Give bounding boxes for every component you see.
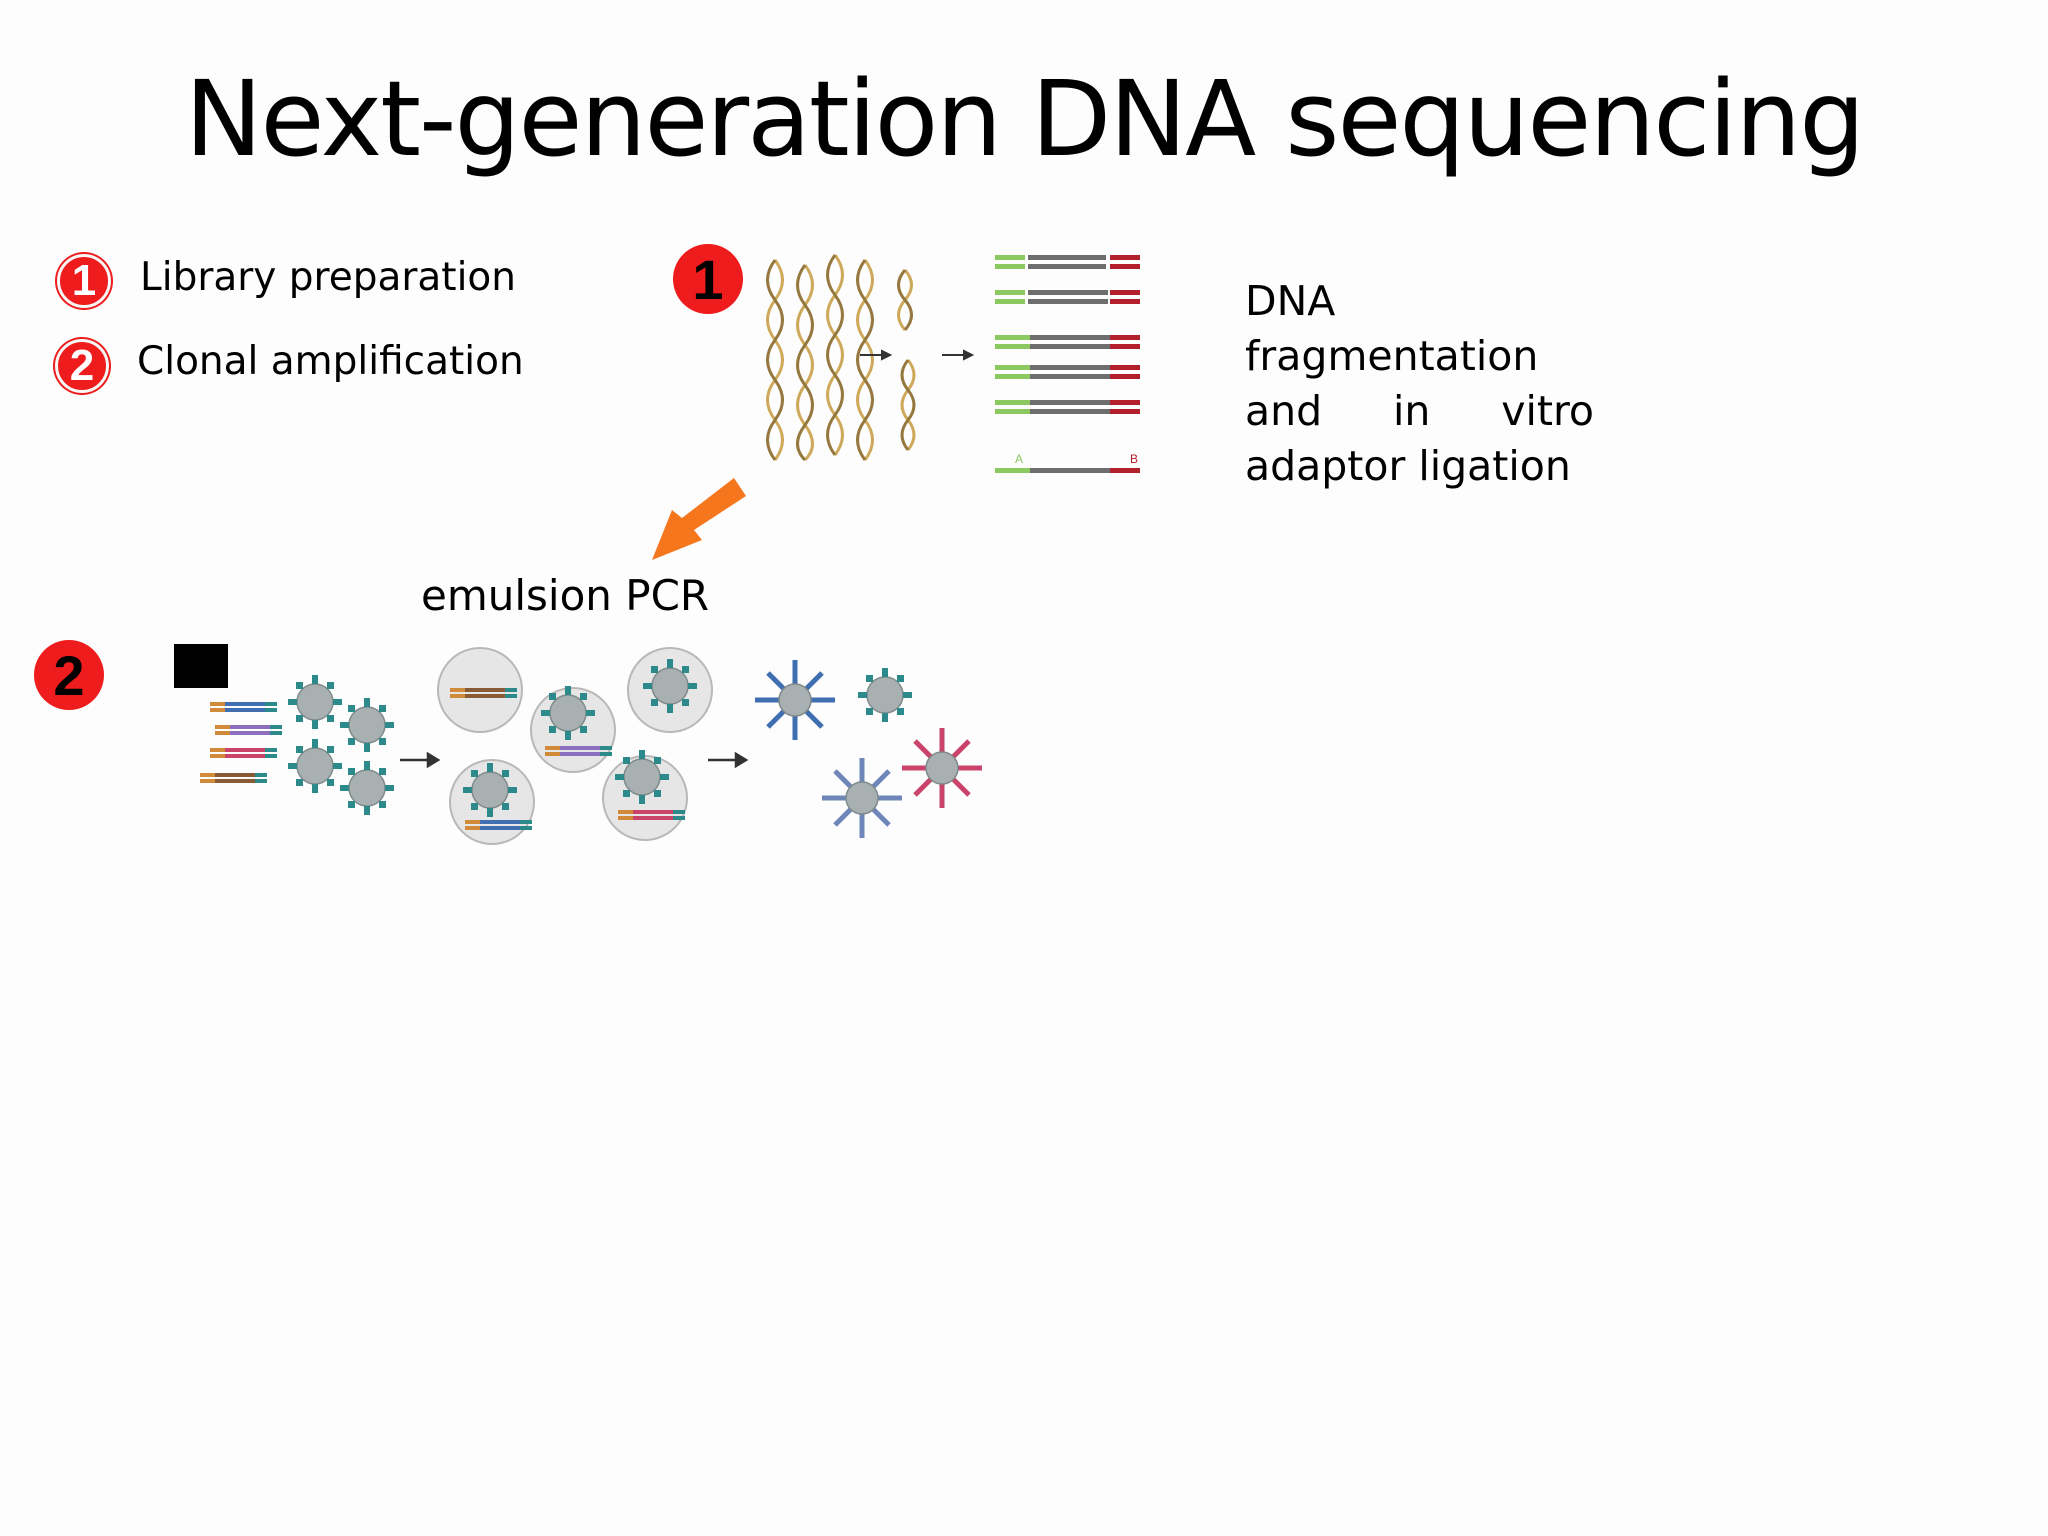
caption-line-4: adaptor ligation <box>1245 442 1571 490</box>
amplified-bead-blue <box>755 660 835 740</box>
library-preparation-figure: A B <box>766 254 1140 473</box>
legend-badge-2: 2 <box>55 339 109 393</box>
legend-badge-1: 1 <box>57 254 111 308</box>
arrow-icon <box>860 349 975 361</box>
step1-caption: DNA fragmentation and in vitro adaptor l… <box>1245 274 1594 494</box>
adaptor-a-label: A <box>1015 452 1023 466</box>
amplified-bead-purple <box>822 758 902 838</box>
caption-word-vitro: vitro <box>1501 387 1594 435</box>
caption-word-in: in <box>1392 387 1431 435</box>
caption-line-2: fragmentation <box>1245 332 1539 380</box>
step1-badge: 1 <box>673 244 743 314</box>
caption-line-3: and in vitro <box>1245 384 1594 439</box>
arrow-icon <box>400 751 441 769</box>
emulsion-droplets <box>437 647 713 845</box>
black-square <box>174 644 228 688</box>
caption-line-1: DNA <box>1245 277 1336 325</box>
arrow-icon <box>708 751 749 769</box>
adaptor-b-label: B <box>1130 452 1138 466</box>
emulsion-pcr-label: emulsion PCR <box>421 571 710 620</box>
dna-helix-group <box>766 254 916 462</box>
emulsion-pcr-figure <box>200 647 982 845</box>
arrow-down-left-icon <box>652 478 746 560</box>
ligated-fragments <box>995 255 1140 473</box>
free-fragments <box>200 702 282 783</box>
amplified-bead-pink <box>902 728 982 808</box>
slide-title: Next-generation DNA sequencing <box>184 58 1866 180</box>
step2-badge: 2 <box>34 640 104 710</box>
legend-label-library-preparation: Library preparation <box>140 255 516 300</box>
legend-label-clonal-amplification: Clonal amplification <box>137 339 524 384</box>
caption-word-and: and <box>1245 387 1323 435</box>
free-beads <box>287 674 395 816</box>
